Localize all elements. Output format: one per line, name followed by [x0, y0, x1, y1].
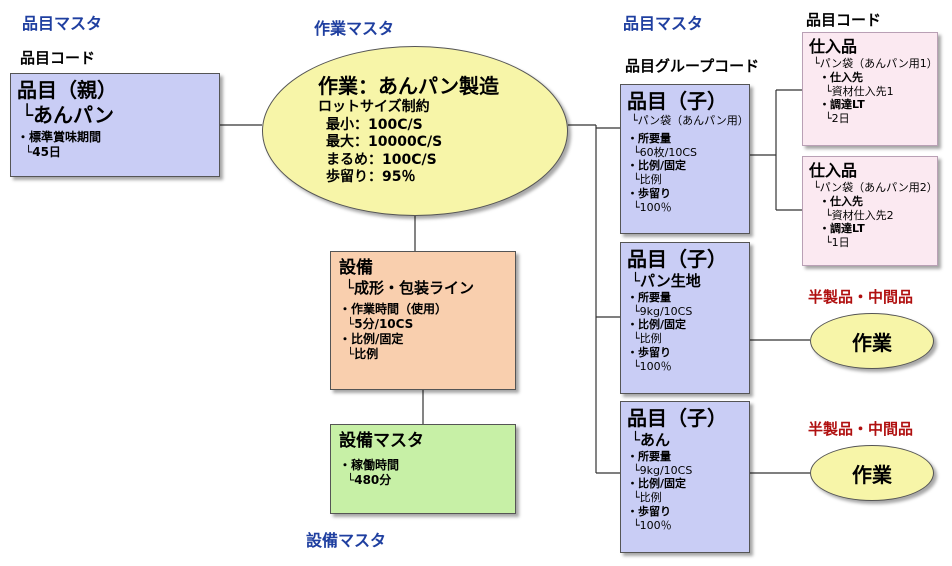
semi-product-heading-1: 半製品・中間品 [808, 288, 914, 306]
purchase-lead-value: └2日 [825, 112, 850, 125]
semi-work-ellipse-2: 作業 [810, 445, 934, 501]
item-group-code-heading: 品目グループコード [625, 57, 760, 75]
parent-item-box: 品目（親） └あんパン ・標準賞味期間 └45日 [10, 73, 220, 177]
work-min: 最小：100C/S [326, 116, 423, 133]
semi-product-heading-2: 半製品・中間品 [808, 420, 914, 438]
work-ellipse [262, 46, 568, 216]
child-item-name: └パン袋（あんパン用） [631, 114, 749, 127]
parent-item-attr-label: ・標準賞味期間 [17, 130, 102, 144]
equipment-title: 設備 [339, 258, 373, 278]
child-item-req-label: ・所要量 [627, 449, 671, 463]
equipment-master-title: 設備マスタ [339, 431, 424, 451]
purchase-lead-label: ・調達LT [819, 222, 865, 236]
work-lot-label: ロットサイズ制約 [318, 99, 430, 115]
purchase-supplier-value: └資材仕入先2 [825, 208, 894, 222]
child-item-yield-value: └100％ [633, 359, 672, 373]
child-item-req-label: ・所要量 [627, 131, 671, 145]
work-max: 最大：10000C/S [326, 134, 443, 150]
child-item-req-label: ・所要量 [627, 290, 671, 304]
child-item-yield-value: └100％ [633, 518, 672, 532]
child-item-req-value: └60枚/10CS [633, 145, 697, 159]
child-item-title: 品目（子） [627, 89, 727, 113]
equipment-master-value: └480分 [347, 473, 392, 488]
child-item-ratio-value: └比例 [633, 173, 662, 186]
child-item-req-value: └9kg/10CS [633, 463, 693, 477]
work-ellipse-content: 作業：あんパン製造 ロットサイズ制約 最小：100C/S 最大：10000C/S… [318, 74, 499, 187]
child-item-yield-value: └100％ [633, 200, 672, 214]
child-item-name: └パン生地 [631, 272, 701, 290]
work-yield: 歩留り：95％ [326, 169, 416, 185]
purchase-item-box-1: 仕入品 └パン袋（あんパン用1） ・仕入先 └資材仕入先1 ・調達LT └2日 [802, 32, 938, 146]
parent-item-name: └あんパン [21, 103, 115, 127]
semi-work-label: 作業 [852, 330, 892, 355]
child-item-title: 品目（子） [627, 406, 727, 430]
item-code-heading-right: 品目コード [806, 11, 882, 29]
child-item-ratio-label: ・比例/固定 [627, 159, 687, 173]
child-item-ratio-value: └比例 [633, 491, 662, 504]
purchase-supplier-label: ・仕入先 [819, 70, 863, 84]
work-round: まるめ：100C/S [326, 151, 437, 168]
purchase-supplier-label: ・仕入先 [819, 194, 863, 208]
child-item-title: 品目（子） [627, 247, 727, 271]
purchase-item-box-2: 仕入品 └パン袋（あんパン用2） ・仕入先 └資材仕入先2 ・調達LT └1日 [802, 156, 938, 266]
child-item-box-1: 品目（子） └パン袋（あんパン用） ・所要量 └60枚/10CS ・比例/固定 … [620, 84, 750, 234]
semi-work-label: 作業 [852, 462, 892, 487]
work-title: 作業：あんパン製造 [318, 74, 499, 98]
child-item-box-3: 品目（子） └あん ・所要量 └9kg/10CS ・比例/固定 └比例 ・歩留り… [620, 401, 750, 553]
child-item-ratio-label: ・比例/固定 [627, 318, 687, 332]
purchase-lead-label: ・調達LT [819, 98, 865, 112]
child-item-name: └あん [631, 431, 671, 449]
parent-item-title: 品目（親） [17, 78, 117, 102]
equipment-time-label: ・作業時間（使用） [339, 302, 448, 316]
parent-item-attr-value: └45日 [25, 145, 61, 159]
item-master-heading-left: 品目マスタ [22, 14, 103, 33]
work-master-heading: 作業マスタ [314, 19, 395, 38]
child-item-yield-label: ・歩留り [627, 186, 671, 200]
purchase-item-name: └パン袋（あんパン用1） [813, 57, 938, 70]
semi-work-ellipse-1: 作業 [810, 313, 934, 369]
equipment-master-label: ・稼働時間 [339, 458, 400, 473]
child-item-yield-label: ・歩留り [627, 504, 671, 518]
purchase-item-title: 仕入品 [809, 161, 858, 180]
equipment-ratio-value: └比例 [347, 347, 379, 361]
equipment-name: └成形・包装ライン [345, 279, 475, 298]
child-item-box-2: 品目（子） └パン生地 ・所要量 └9kg/10CS ・比例/固定 └比例 ・歩… [620, 242, 750, 394]
purchase-lead-value: └1日 [825, 236, 850, 249]
equipment-master-heading: 設備マスタ [306, 531, 387, 550]
purchase-item-title: 仕入品 [809, 37, 858, 56]
equipment-box: 設備 └成形・包装ライン ・作業時間（使用） └5分/10CS ・比例/固定 └… [330, 251, 516, 390]
child-item-yield-label: ・歩留り [627, 345, 671, 359]
equipment-ratio-label: ・比例/固定 [339, 332, 404, 346]
equipment-time-value: └5分/10CS [347, 317, 414, 331]
equipment-master-box: 設備マスタ ・稼働時間 └480分 [330, 424, 516, 514]
item-code-heading-left: 品目コード [20, 49, 96, 67]
purchase-supplier-value: └資材仕入先1 [825, 84, 894, 98]
child-item-ratio-label: ・比例/固定 [627, 477, 687, 491]
purchase-item-name: └パン袋（あんパン用2） [813, 181, 938, 194]
child-item-req-value: └9kg/10CS [633, 304, 693, 318]
item-master-heading-right: 品目マスタ [623, 14, 704, 33]
child-item-ratio-value: └比例 [633, 332, 662, 345]
